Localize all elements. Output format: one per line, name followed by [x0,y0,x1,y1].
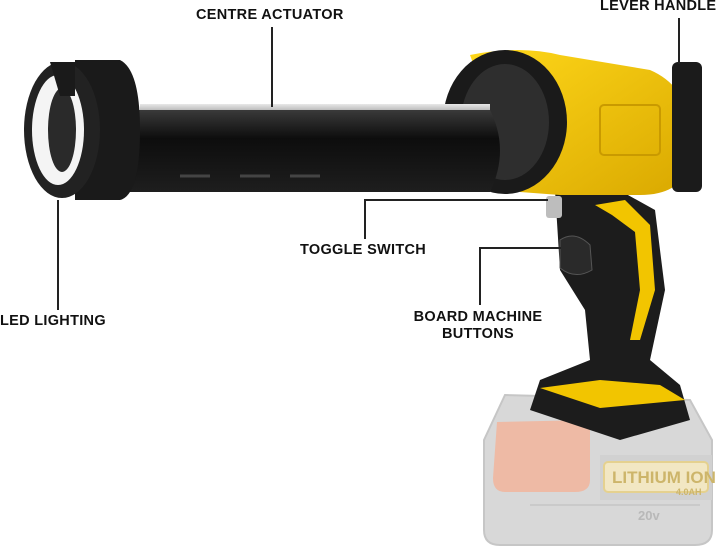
callout-led-lighting: LED LIGHTING [0,313,106,329]
leader-line-lever-handle-h [678,18,680,64]
callout-toggle-switch: TOGGLE SWITCH [300,242,427,258]
callout-board-machine-line2: BUTTONS [442,326,514,342]
motor-housing [443,50,702,195]
callout-lever-handle: LEVER HANDLE [600,0,717,14]
leader-line-toggle-switch-v [364,199,366,239]
battery-brand-text: LITHIUM ION [612,468,716,487]
handle-grip [530,185,690,440]
battery-capacity-text: 4.0AH [676,487,702,497]
callout-board-machine-line1: BOARD MACHINE [413,309,543,325]
battery-pack [483,393,713,546]
leader-line-centre-actuator [271,27,273,107]
battery-voltage-text: 20v [638,508,660,523]
leader-line-toggle-switch-h [364,199,548,201]
callout-centre-actuator: CENTRE ACTUATOR [196,7,344,23]
leader-line-buttons-h [479,247,561,249]
leader-line-led-lighting [57,200,59,310]
barrel-tube [120,110,500,192]
callout-board-machine-buttons: BOARD MACHINE BUTTONS [405,309,551,343]
leader-line-buttons-v [479,247,481,305]
front-cap [24,60,140,200]
